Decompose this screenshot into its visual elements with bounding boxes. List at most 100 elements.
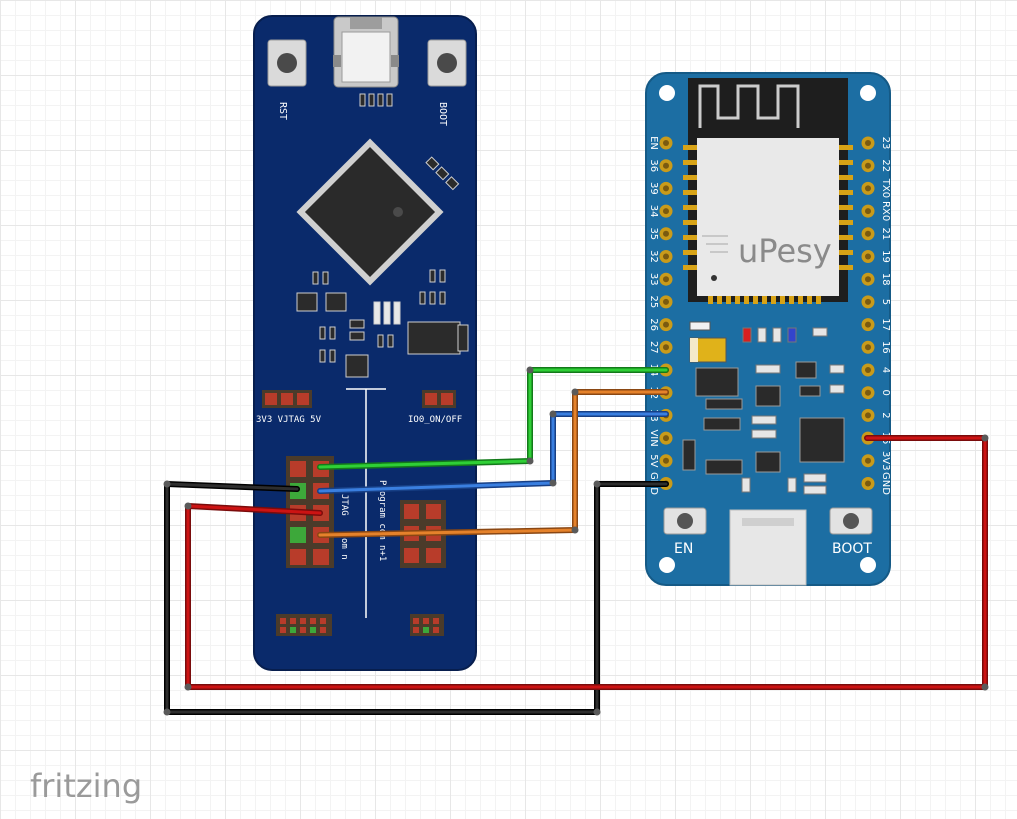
mount-hole — [659, 85, 675, 101]
rst-button[interactable] — [267, 39, 307, 87]
right-pin-hole — [865, 162, 871, 169]
header-pin — [320, 627, 326, 633]
jtag-header-label: JTAG — [339, 494, 349, 516]
header-pin — [423, 618, 429, 624]
left-pin-hole — [663, 253, 669, 260]
left-pin-hole — [663, 276, 669, 283]
header-pin — [433, 627, 439, 633]
right-pin-hole — [865, 140, 871, 146]
right-pin-hole — [865, 412, 871, 419]
blue-wire[interactable] — [317, 411, 669, 494]
esp32-components — [682, 321, 845, 495]
left-pin-label: 25 — [648, 296, 659, 309]
header-pin — [310, 618, 316, 624]
jumper-right-label: IO0_ON/OFF — [408, 415, 462, 425]
right-pin-hole — [865, 480, 871, 487]
left-pin-hole — [663, 457, 669, 464]
programmer-board[interactable]: RST BOOT — [253, 15, 477, 671]
right-pin-hole — [865, 344, 871, 351]
esp32-board[interactable]: uPesy — [645, 72, 891, 586]
header-pin — [423, 627, 429, 633]
left-pin-hole — [663, 185, 669, 192]
mount-hole — [659, 557, 675, 573]
right-pin-label: 5 — [880, 299, 891, 305]
right-pin-label: 4 — [880, 367, 891, 373]
right-pin-hole — [865, 230, 871, 237]
mount-hole — [860, 85, 876, 101]
left-pin-hole — [663, 230, 669, 237]
esp32-module: uPesy — [683, 78, 853, 304]
header-pin — [300, 627, 306, 633]
boot-label: BOOT — [437, 102, 448, 126]
right-pin-label: 18 — [880, 273, 891, 286]
right-pin-label: 3V3 — [880, 451, 891, 471]
left-pin-label: 26 — [648, 318, 659, 331]
right-pin-label: 16 — [880, 341, 891, 354]
right-pin-hole — [865, 253, 871, 260]
left-pin-label: EN — [648, 136, 659, 150]
right-pin-label: 19 — [880, 250, 891, 263]
orange-wire[interactable] — [317, 389, 669, 538]
mount-hole — [860, 557, 876, 573]
right-pin-hole — [865, 208, 871, 215]
misc-components — [296, 269, 469, 378]
right-pin-label: 17 — [880, 318, 891, 331]
boot-button[interactable] — [427, 39, 467, 87]
right-pin-hole — [865, 389, 871, 396]
left-pin-hole — [663, 298, 669, 305]
black-wire[interactable] — [164, 481, 669, 715]
usb-c-connector — [729, 509, 807, 586]
right-pin-hole — [865, 367, 871, 373]
right-pin-label: 0 — [880, 390, 891, 396]
left-pin-label: 39 — [648, 182, 659, 195]
right-pin-label: 21 — [880, 227, 891, 240]
right-pin-hole — [865, 321, 871, 328]
left-pin-hole — [663, 321, 669, 328]
header-pin — [280, 618, 286, 624]
left-pin-label: 36 — [648, 159, 659, 172]
header-pins — [280, 618, 439, 633]
left-pin-label: 34 — [648, 205, 659, 218]
header-pin — [310, 627, 316, 633]
left-pin-label: 32 — [648, 250, 659, 263]
boot-label-esp32: BOOT — [832, 541, 872, 557]
left-pin-hole — [663, 435, 669, 442]
header-pin — [320, 618, 326, 624]
jumper-left-label: 3V3 VJTAG 5V — [256, 415, 322, 425]
header-pin — [290, 627, 296, 633]
right-pin-hole — [865, 185, 871, 192]
smd-components — [359, 93, 393, 107]
header-pin — [290, 618, 296, 624]
en-button[interactable] — [663, 507, 707, 535]
header-pin — [413, 627, 419, 633]
upesy-logo: uPesy — [738, 232, 832, 270]
left-pin-label: 35 — [648, 227, 659, 240]
left-pin-hole — [663, 162, 669, 169]
header-pin — [433, 618, 439, 624]
com-n-label: om n — [339, 538, 349, 560]
right-pin-hole — [865, 298, 871, 305]
boot-button-esp32[interactable] — [829, 507, 873, 535]
esp32-pin-headers[interactable]: EN363934353233252627141213VIN5VGND2322TX… — [648, 136, 891, 495]
right-pin-label: 2 — [880, 412, 891, 418]
left-pin-hole — [663, 344, 669, 351]
green-wire[interactable] — [317, 367, 669, 470]
left-pin-label: 5V — [648, 454, 659, 467]
right-pin-label: GND — [880, 472, 891, 495]
left-pin-label: 33 — [648, 273, 659, 286]
left-pin-label: 27 — [648, 341, 659, 354]
right-pin-label: RX0 — [880, 201, 891, 221]
red-wire[interactable] — [185, 435, 988, 690]
jumper-header-right[interactable] — [422, 390, 456, 408]
wire-bendpoints — [163, 366, 989, 716]
en-label: EN — [674, 541, 693, 557]
header-pin — [300, 618, 306, 624]
right-pin-label: 22 — [880, 159, 891, 172]
right-pin-label: 23 — [880, 137, 891, 150]
resistor-array — [425, 156, 460, 191]
left-pin-hole — [663, 208, 669, 215]
left-pin-label: VIN — [648, 429, 659, 446]
fritzing-watermark: fritzing — [30, 767, 142, 805]
jumper-header-left[interactable] — [262, 390, 312, 408]
